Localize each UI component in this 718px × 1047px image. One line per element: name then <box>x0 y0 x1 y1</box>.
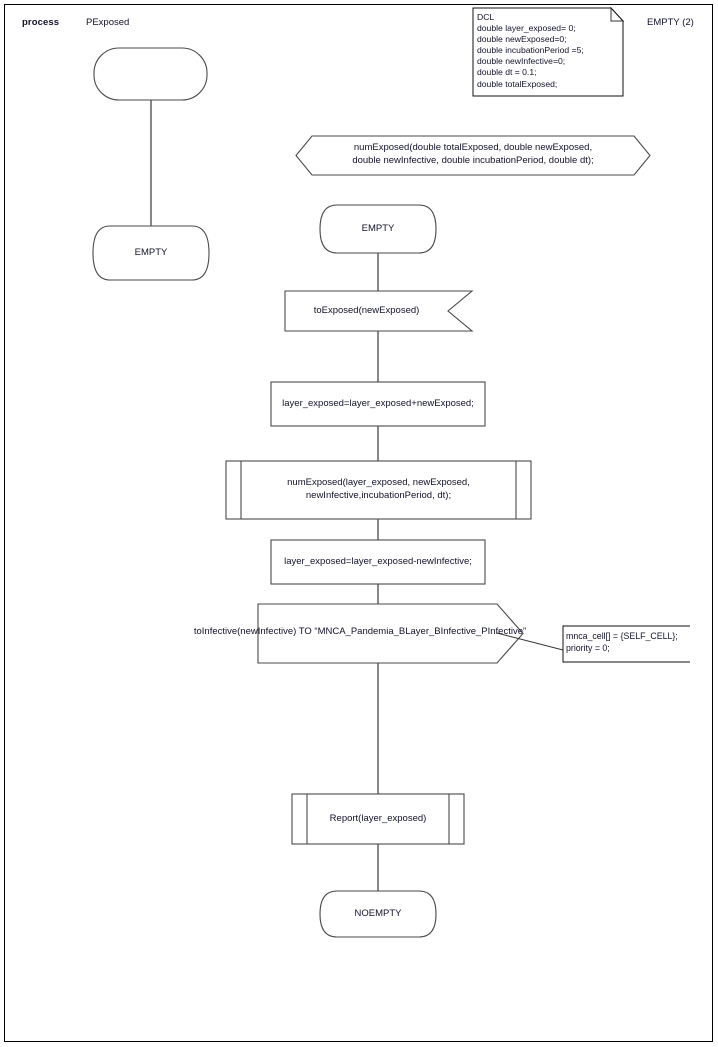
declaration-block-text: DCL double layer_exposed= 0; double newE… <box>477 12 584 89</box>
input-symbol-toexposed[interactable] <box>284 290 474 332</box>
procedure-call-report[interactable] <box>291 793 465 845</box>
declaration-block[interactable] <box>472 7 624 97</box>
comment-text-mnca-cell: mnca_cell[] = {SELF_CELL}; priority = 0; <box>566 631 678 653</box>
state-symbol-empty-main[interactable] <box>319 204 437 254</box>
task-symbol-sub-newinfective[interactable] <box>270 539 486 585</box>
procedure-declaration-shape[interactable] <box>295 135 651 176</box>
start-symbol[interactable] <box>93 47 208 101</box>
task-symbol-add-newexposed[interactable] <box>270 381 486 427</box>
comment-connector-line <box>496 632 564 651</box>
page-reference-label: EMPTY (2) <box>647 17 694 28</box>
state-symbol-noempty[interactable] <box>319 890 437 938</box>
state-symbol-empty-left[interactable] <box>92 225 210 281</box>
page-title-name: PExposed <box>86 17 130 28</box>
output-label-toinfective: toInfective(newInfective) TO “MNCA_Pande… <box>193 626 527 637</box>
comment-box-mnca-cell[interactable] <box>562 625 690 663</box>
page-title-keyword: process <box>22 17 60 28</box>
output-symbol-toinfective[interactable] <box>257 603 524 664</box>
procedure-call-numexposed[interactable] <box>225 460 532 520</box>
